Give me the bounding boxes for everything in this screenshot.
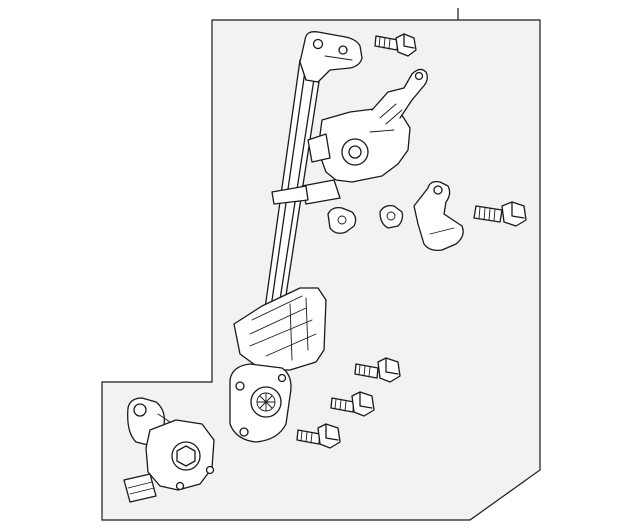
bolt-upper[interactable]	[374, 33, 417, 57]
clip-right[interactable]	[379, 204, 404, 229]
clip-left[interactable]	[327, 206, 357, 234]
diagram-panel	[101, 19, 541, 521]
flange-bolt-1[interactable]	[354, 357, 401, 383]
guide-bracket[interactable]	[413, 180, 464, 252]
regulator-motor[interactable]	[123, 397, 215, 503]
hex-bolt-large[interactable]	[473, 201, 527, 227]
flange-bolt-2[interactable]	[330, 391, 375, 417]
flange-bolt-3[interactable]	[296, 423, 341, 449]
window-regulator-assembly[interactable]	[229, 31, 428, 443]
